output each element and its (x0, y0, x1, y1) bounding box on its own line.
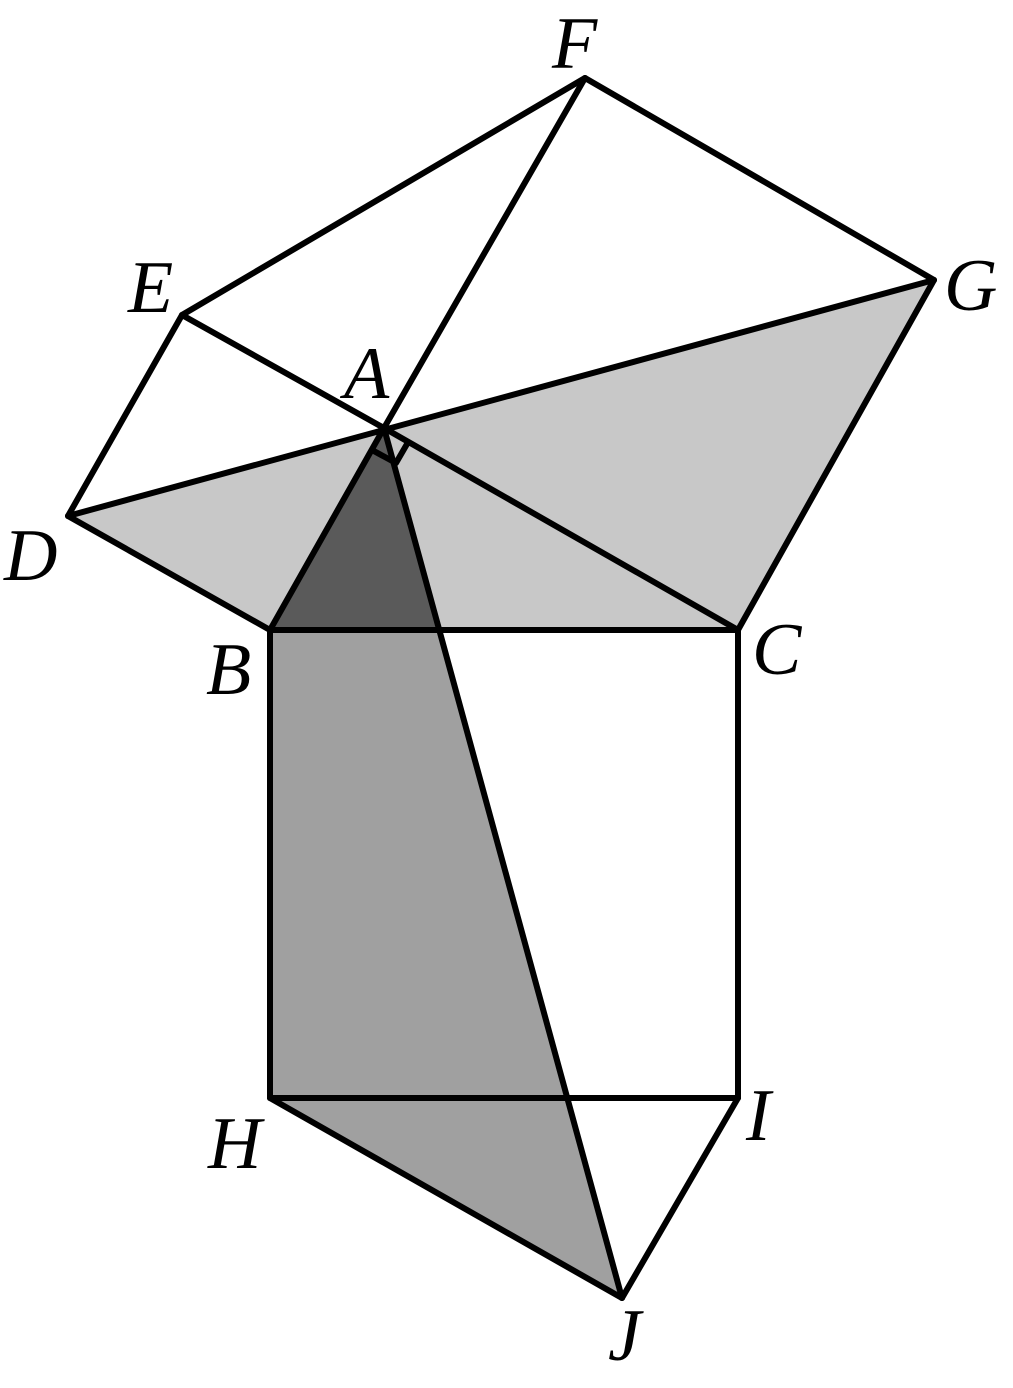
rectangle-bh-strip (270, 630, 566, 1098)
edge-hj (267, 1095, 625, 1301)
label-g: G (944, 245, 997, 327)
label-e: E (127, 247, 173, 329)
label-c: C (752, 609, 803, 691)
edge-aj (381, 425, 625, 1301)
edge-fg (582, 75, 937, 283)
triangle-dbc (68, 428, 384, 630)
edge-ef (179, 75, 588, 318)
label-d: D (3, 515, 57, 597)
edge-ea (179, 312, 387, 431)
edges (65, 75, 937, 1301)
edge-ab (267, 425, 387, 633)
label-i: I (745, 1075, 774, 1157)
edge-ij (619, 1095, 741, 1301)
label-b: B (206, 629, 251, 711)
label-a: A (339, 333, 390, 415)
vertex-labels: F E G A D B C H I J (3, 3, 997, 1377)
label-f: F (551, 3, 598, 85)
right-angle-marker (369, 441, 410, 466)
edge-fa (381, 75, 588, 431)
label-h: H (207, 1103, 265, 1185)
edge-gc (735, 277, 937, 633)
edge-dg (65, 277, 937, 519)
triangle-agc (384, 280, 934, 630)
label-j: J (608, 1295, 644, 1377)
edge-ac (381, 425, 741, 633)
edge-ed (65, 312, 185, 519)
edge-db (65, 513, 273, 633)
